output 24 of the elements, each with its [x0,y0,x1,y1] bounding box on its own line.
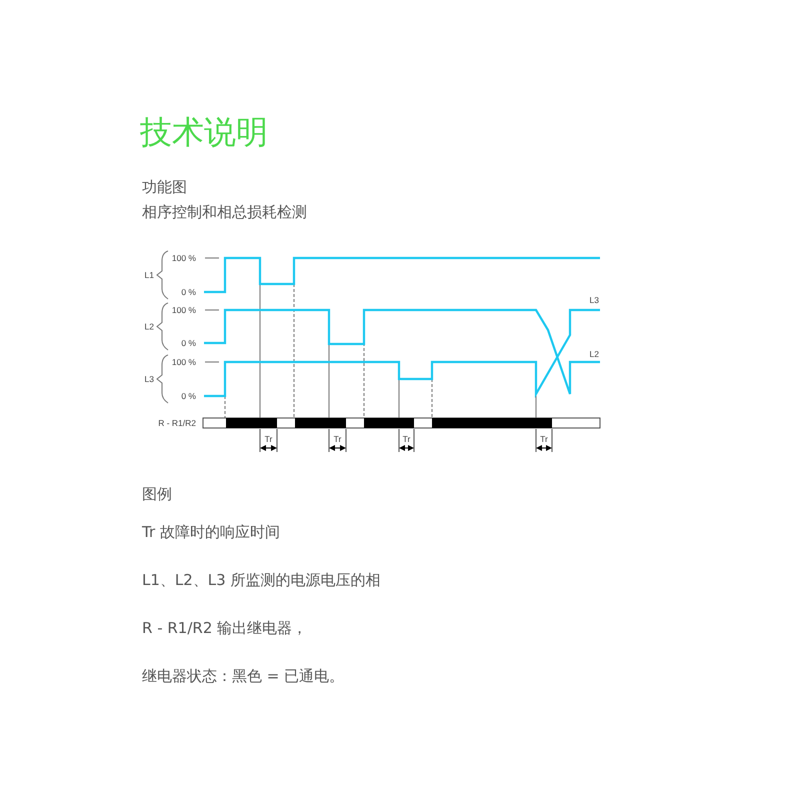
level-label: 0 % [181,338,196,348]
level-label: 100 % [172,253,196,263]
relay-label: R - R1/R2 [158,418,196,428]
level-label: 0 % [181,391,196,401]
dimension-label: Tr [540,434,548,444]
subtitle: 相序控制和相总损耗检测 [142,203,307,221]
legend-text: Tr 故障时的响应时间 [142,523,280,541]
dimension-label: Tr [402,434,410,444]
level-label: 100 % [172,357,196,367]
subtitle: 功能图 [142,178,187,196]
level-label: 100 % [172,305,196,315]
legend-text: 继电器状态：黑色 = 已通电。 [142,667,344,685]
legend-text: L1、L2、L3 所监测的电源电压的相 [142,571,380,589]
section-heading: 图例 [142,485,172,503]
dimension-label: Tr [264,434,272,444]
trace-label: L3 [590,295,599,305]
title: 技术说明 [140,112,268,152]
dimension-label: Tr [334,434,342,444]
legend-text: R - R1/R2 输出继电器， [142,619,308,637]
trace-label: L2 [590,349,599,359]
phase-label: L2 [144,322,154,332]
phase-label: L3 [144,374,154,384]
phase-label: L1 [144,270,154,280]
level-label: 0 % [181,287,196,297]
